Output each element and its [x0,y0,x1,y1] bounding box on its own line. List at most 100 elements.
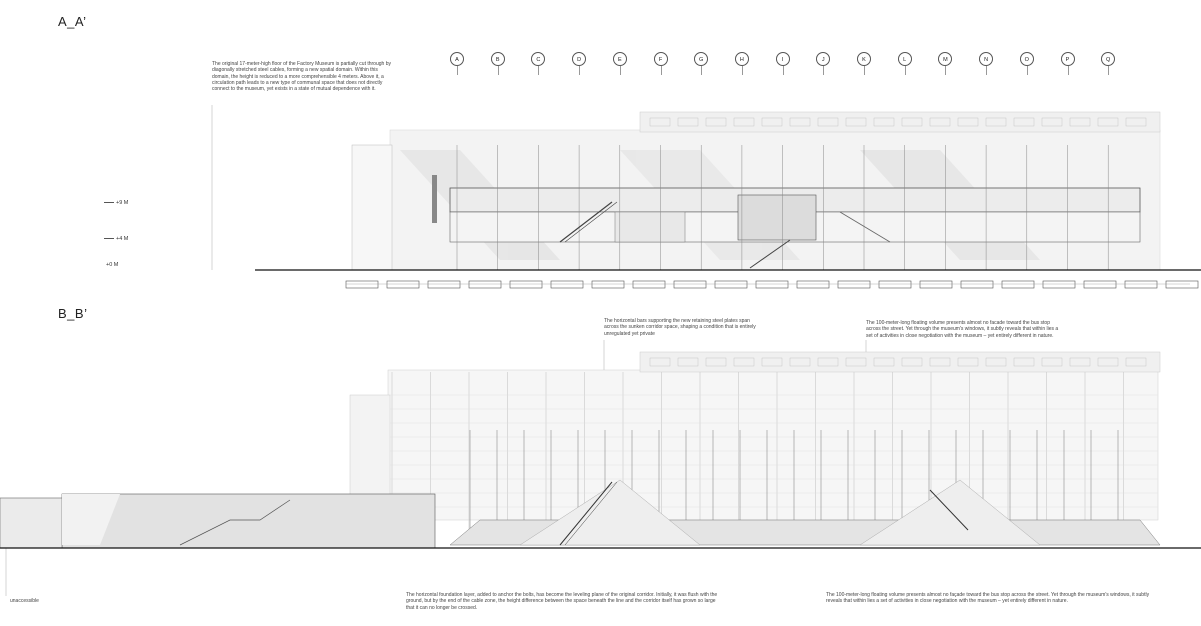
grid-axis-stem [782,66,784,75]
roof-window [1041,117,1063,127]
level-label: +9 M [116,200,129,206]
foundation-block [1001,280,1035,289]
grid-axis-bubble: L [897,52,912,66]
foundation-block [427,280,461,289]
aa-roof-band [639,111,1161,133]
grid-axis-bubble: J [816,52,831,66]
level-marker-0m: +0 M [104,262,118,268]
section-title-bb: B_B’ [58,306,88,321]
annotation-floating-volume-top: The 100-meter-long floating volume prese… [866,320,1059,339]
roof-window [1069,117,1091,127]
grid-axis-bubble: H [734,52,749,66]
grid-axis-bubble: O [1019,52,1034,66]
level-marker-9m: +9 M [104,200,128,206]
foundation-block [878,280,912,289]
grid-axis-bubble: N [979,52,994,66]
grid-axis-bubble: D [572,52,587,66]
grid-axis-stem [660,66,662,75]
annotation-horizontal-bars: The horizontal bars supporting the new r… [604,318,756,337]
roof-window [929,357,951,367]
grid-axis-stem [1067,66,1069,75]
roof-window [649,357,671,367]
roof-window [705,117,727,127]
roof-window [873,117,895,127]
grid-axis-stem [1108,66,1110,75]
aa-columns [456,145,1109,270]
foundation-block [632,280,666,289]
roof-window [1097,357,1119,367]
roof-window [845,117,867,127]
grid-axis-bubble: M [938,52,953,66]
roof-window [761,357,783,367]
roof-window [1041,357,1063,367]
grid-axis-stem [457,66,458,75]
level-label: +0 M [106,262,119,268]
roof-window [1125,357,1147,367]
roof-window [1013,357,1035,367]
roof-window [677,357,699,367]
grid-axis-bubble: G [694,52,709,66]
section-aa-drawing [211,105,1201,289]
annotation-foundation-layer: The horizontal foundation layer, added t… [406,592,718,611]
foundation-block [796,280,830,289]
aa-foundation-blocks [345,280,1199,289]
roof-window [845,357,867,367]
grid-axis-stem [904,66,906,75]
grid-axis-stem [497,66,499,75]
roof-window [873,357,895,367]
foundation-block [386,280,420,289]
section-title-aa: A_A’ [58,14,87,29]
grid-axis-bubble: I [775,52,790,66]
grid-axis-stem [619,66,621,75]
grid-axis-stem [701,66,703,75]
roof-window [1125,117,1147,127]
grid-axis-bubble: B [490,52,505,66]
roof-window [901,357,923,367]
foundation-block [919,280,953,289]
bb-roof-windows [649,357,1147,367]
bb-facade-grid [390,372,1158,545]
roof-window [789,117,811,127]
grid-axis-bubble: F [653,52,668,66]
roof-window [789,357,811,367]
grid-axis-stem [864,66,865,75]
roof-window [901,117,923,127]
roof-window [817,117,839,127]
foundation-block [1165,280,1199,289]
roof-window [1069,357,1091,367]
grid-axis-bubble: C [531,52,546,66]
section-bb-drawing [0,340,1201,596]
grid-axis-stem [579,66,581,75]
roof-window [649,117,671,127]
roof-window [1097,117,1119,127]
foundation-block [591,280,625,289]
aa-roof-windows [649,117,1147,127]
grid-axis-stem [823,66,825,75]
grid-axis-bubble: Q [1101,52,1116,66]
foundation-block [509,280,543,289]
grid-axis-bubble: E [612,52,627,66]
grid-axis-stem [1026,66,1028,75]
roof-window [985,357,1007,367]
roof-window [929,117,951,127]
foundation-block [755,280,789,289]
grid-axis-stem [945,66,947,75]
bb-left-tunnel [61,493,436,549]
grid-axis-stem [538,66,540,75]
foundation-block [468,280,502,289]
bb-museum-facade [387,369,1159,521]
annotation-floating-volume-bottom: The 100-meter-long floating volume prese… [826,592,1150,605]
grid-axis-bubble: A [450,52,464,66]
foundation-block [673,280,707,289]
annotation-unaccessible: unaccessible [10,598,39,604]
level-marker-4m: +4 M [104,236,128,242]
grid-axis-stem [741,66,743,75]
level-label: +4 M [116,236,129,242]
roof-window [957,117,979,127]
roof-window [985,117,1007,127]
foundation-block [1083,280,1117,289]
foundation-block [345,280,379,289]
foundation-block [550,280,584,289]
roof-window [733,117,755,127]
